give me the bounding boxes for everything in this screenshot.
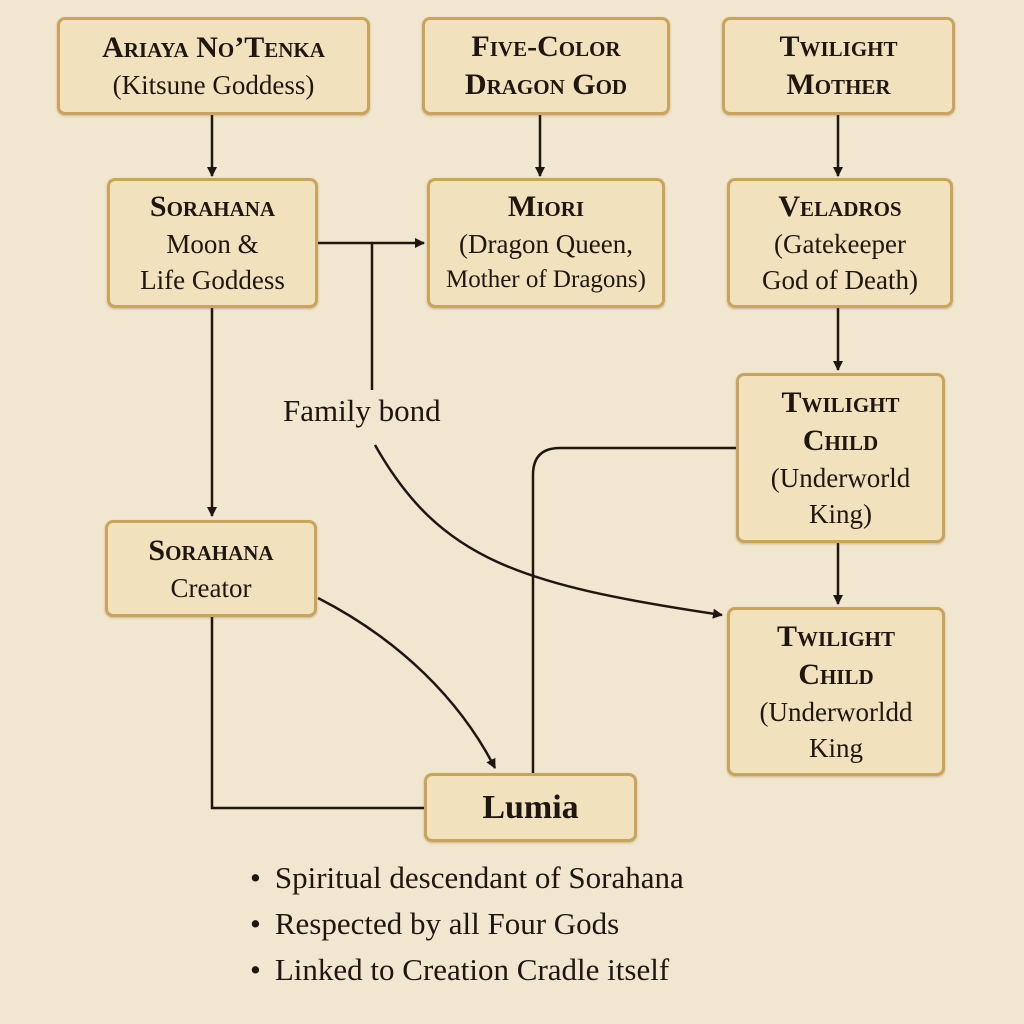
node-twilight-child-1: Twilight Child (Underworld King) xyxy=(736,373,945,543)
edge-lumia-child1 xyxy=(531,446,736,773)
node-subtitle: Mother of Dragons) xyxy=(446,266,646,293)
node-subtitle: (Kitsune Goddess) xyxy=(112,70,315,100)
node-title: Twilight xyxy=(776,619,896,653)
node-subtitle: (Gatekeeper xyxy=(774,229,906,259)
node-miori: Miori (Dragon Queen, Mother of Dragons) xyxy=(427,178,665,308)
edge-family-bond-child2 xyxy=(373,444,723,619)
node-subtitle: (Underworldd xyxy=(759,696,913,727)
node-subtitle: (Dragon Queen, xyxy=(459,229,633,259)
edge-creator-lumia-line xyxy=(210,617,424,810)
node-subtitle: Moon & xyxy=(166,229,259,259)
node-title: Twilight xyxy=(779,30,898,63)
node-title: Five-Color xyxy=(471,30,621,63)
edge-creator-lumia xyxy=(317,596,497,769)
family-bond-label: Family bond xyxy=(283,393,441,428)
node-title: Ariaya No’Tenka xyxy=(102,31,325,64)
node-five-color-dragon-god: Five-Color Dragon God xyxy=(422,17,670,115)
node-title: Mother xyxy=(786,68,891,101)
node-title: Miori xyxy=(507,190,585,223)
node-veladros: Veladros (Gatekeeper God of Death) xyxy=(727,178,953,308)
note-item: Respected by all Four Gods xyxy=(250,906,684,952)
node-subtitle: King xyxy=(809,732,863,763)
node-title: Child xyxy=(802,424,879,457)
node-title: Child xyxy=(798,657,874,691)
node-twilight-mother: Twilight Mother xyxy=(722,17,955,115)
node-subtitle: Creator xyxy=(170,572,252,603)
note-item: Spiritual descendant of Sorahana xyxy=(250,860,684,906)
node-ariaya: Ariaya No’Tenka (Kitsune Goddess) xyxy=(57,17,370,115)
node-subtitle: Life Goddess xyxy=(140,265,285,295)
node-sorahana-creator: Sorahana Creator xyxy=(105,520,317,617)
node-lumia: Lumia xyxy=(424,773,637,842)
node-title: Sorahana xyxy=(149,190,276,223)
node-title: Lumia xyxy=(482,788,579,826)
lumia-notes: Spiritual descendant of Sorahana Respect… xyxy=(250,860,684,998)
node-title: Sorahana xyxy=(148,533,274,567)
node-sorahana-moon: Sorahana Moon & Life Goddess xyxy=(107,178,318,308)
node-title: Veladros xyxy=(778,190,902,223)
node-twilight-child-2: Twilight Child (Underworldd King xyxy=(727,607,945,776)
node-subtitle: God of Death) xyxy=(762,265,918,295)
node-subtitle: (Underworld xyxy=(770,463,911,493)
node-title: Twilight xyxy=(781,386,900,419)
note-item: Linked to Creation Cradle itself xyxy=(250,952,684,998)
node-subtitle: King) xyxy=(809,499,872,529)
node-title: Dragon God xyxy=(464,68,628,101)
